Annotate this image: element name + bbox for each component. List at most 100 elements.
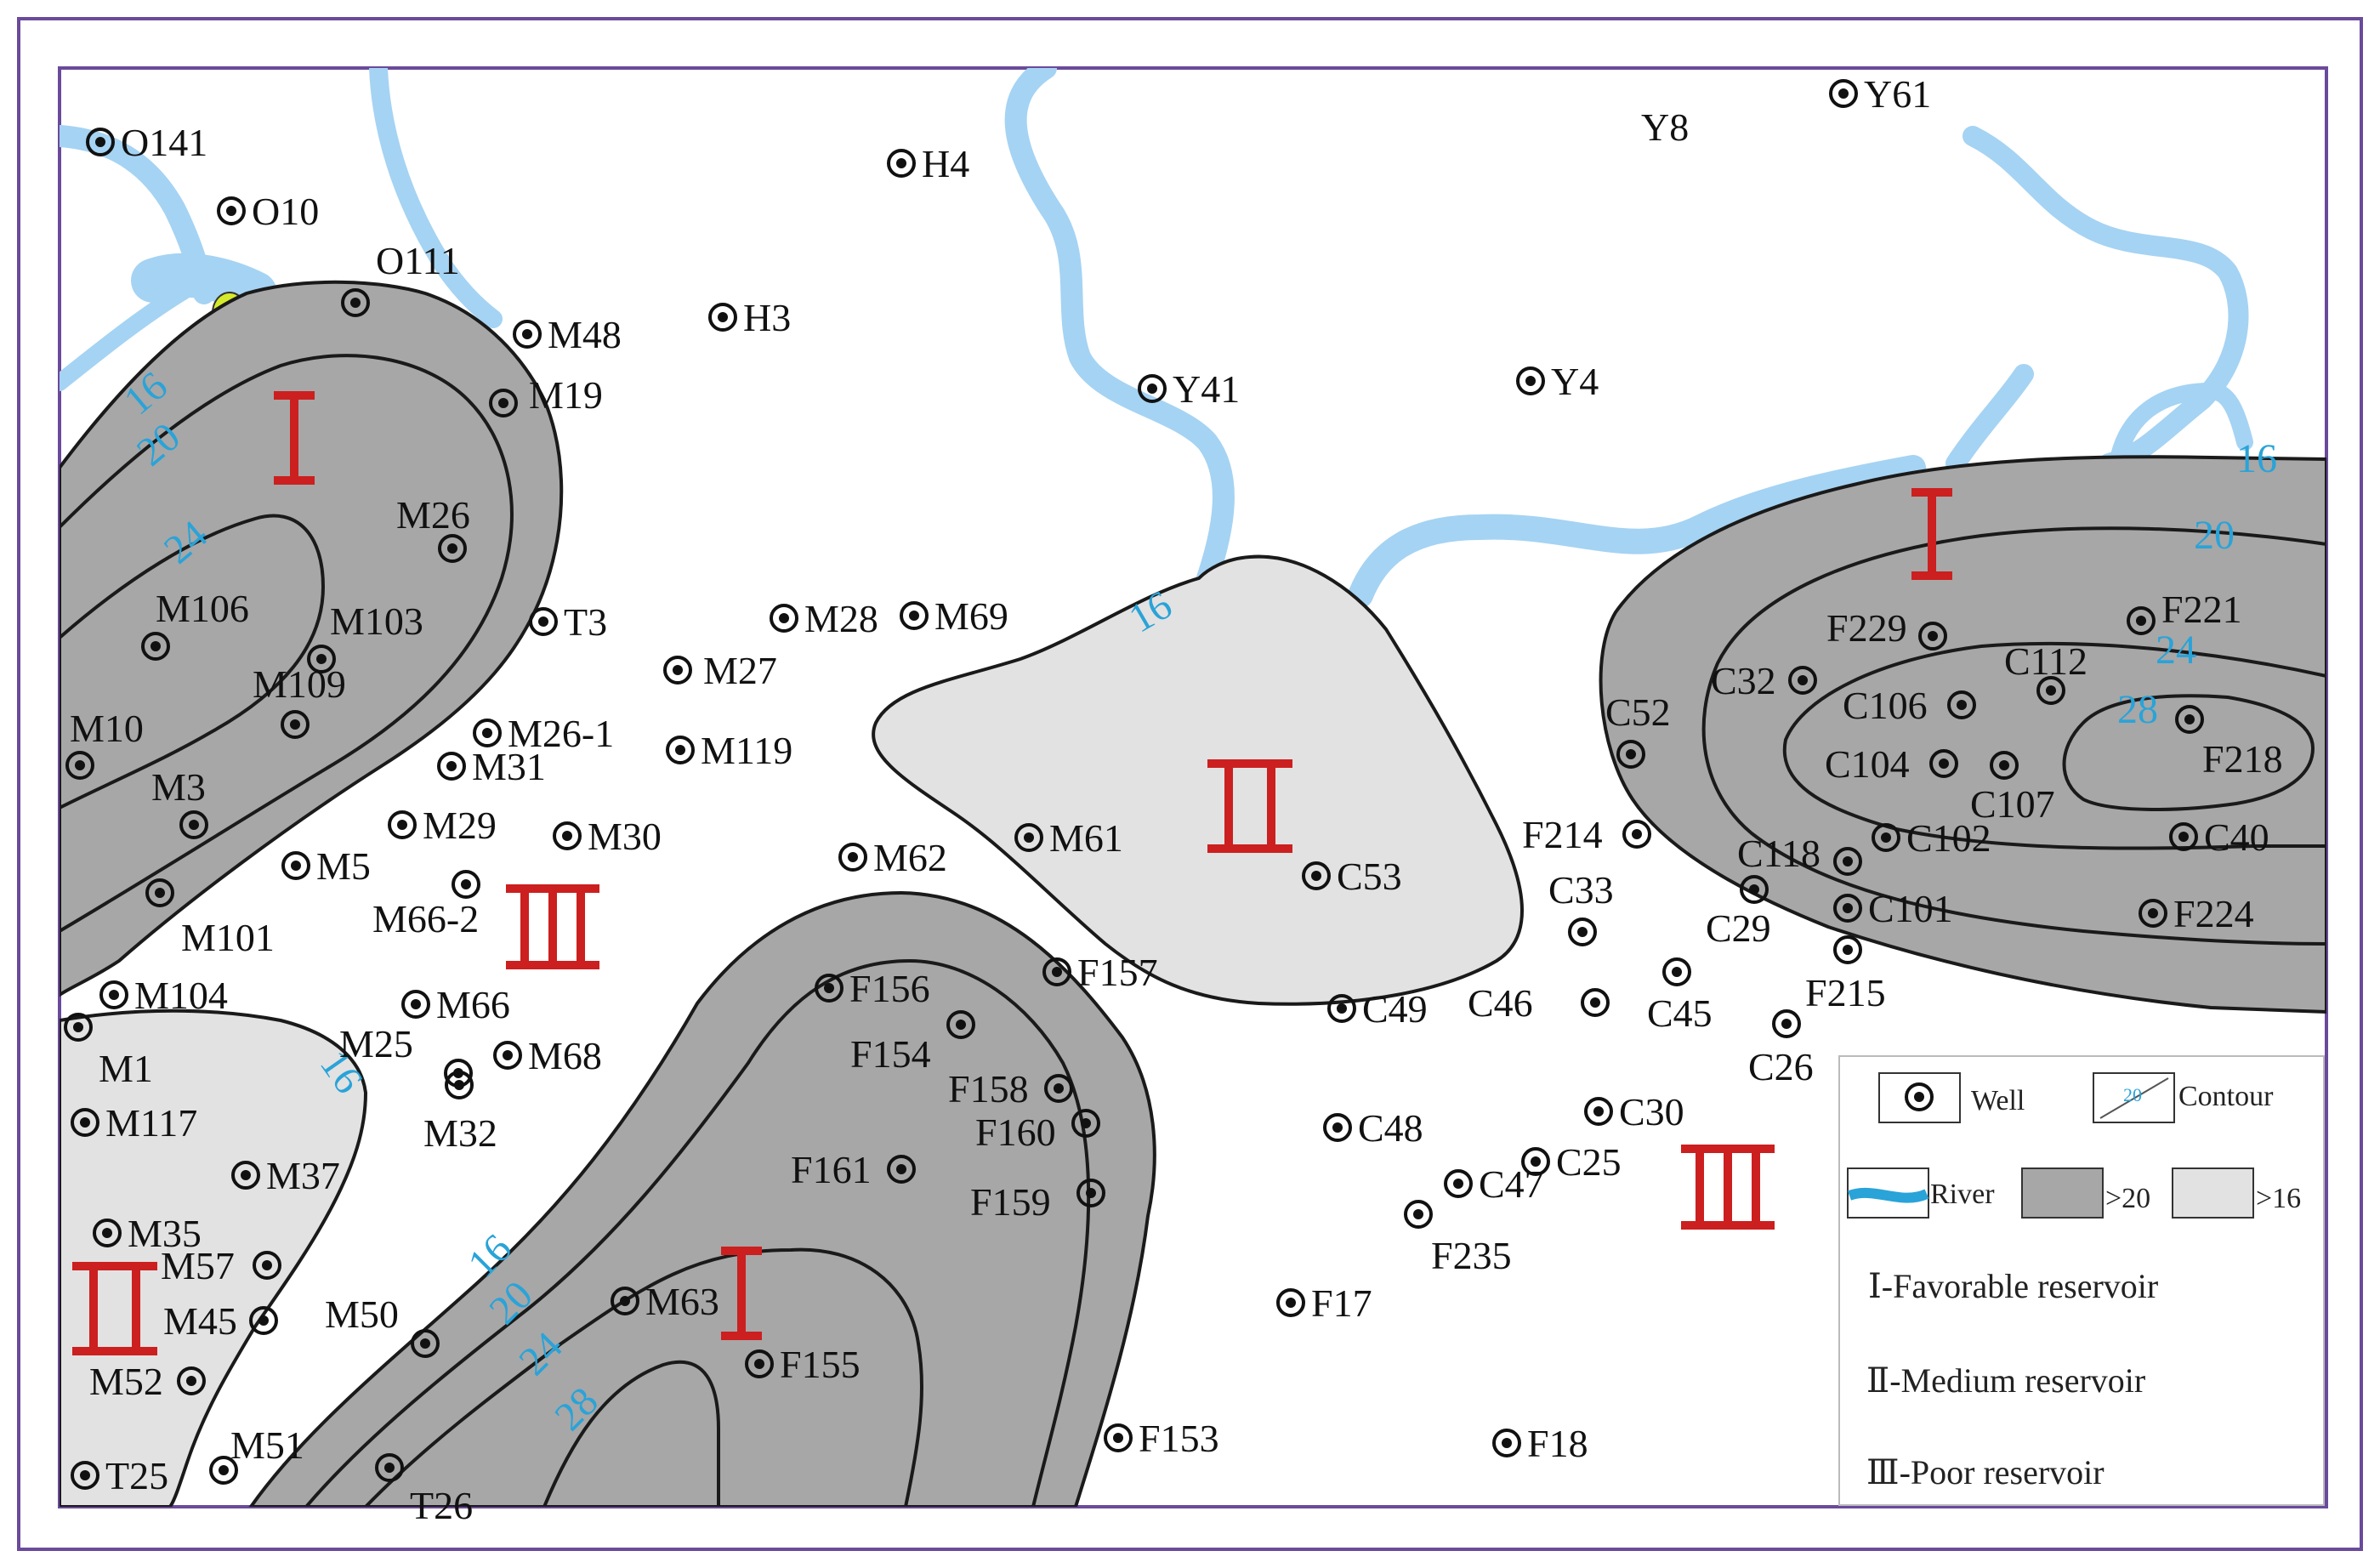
well-label: F18 xyxy=(1527,1422,1588,1465)
well-f153: F153 xyxy=(1104,1417,1219,1460)
well-icon-dot xyxy=(675,745,685,755)
numeral-I-nw xyxy=(274,391,315,485)
well-label: C48 xyxy=(1358,1106,1423,1150)
well-icon xyxy=(437,752,466,781)
well-icon xyxy=(1740,875,1769,904)
well-icon xyxy=(1918,622,1947,650)
well-y41: Y41 xyxy=(1138,367,1240,411)
well-icon xyxy=(2036,676,2065,705)
well-c29: C29 xyxy=(1706,875,1771,950)
well-label: M101 xyxy=(181,916,275,959)
river-east-north xyxy=(1945,364,2034,474)
well-icon xyxy=(2175,705,2204,734)
well-label: M50 xyxy=(325,1292,399,1336)
well-f161: F161 xyxy=(791,1148,916,1191)
well-label: F224 xyxy=(2173,892,2254,935)
well-label: C26 xyxy=(1748,1045,1814,1088)
well-icon-dot xyxy=(673,665,683,675)
well-label: F155 xyxy=(780,1343,861,1386)
well-icon-dot xyxy=(258,1315,269,1326)
well-m52: M52 xyxy=(89,1360,206,1403)
well-label: M61 xyxy=(1049,816,1123,860)
well-m26-1: M26-1 xyxy=(473,712,614,755)
well-icon-dot xyxy=(824,983,834,993)
numeral-III-mid xyxy=(506,884,599,969)
well-c32: C32 xyxy=(1711,659,1817,702)
well-icon-dot xyxy=(1593,1106,1604,1116)
well-m62: M62 xyxy=(838,836,947,879)
contour-label: 20 xyxy=(2194,513,2235,558)
well-icon xyxy=(1404,1200,1433,1229)
well-icon-dot xyxy=(447,543,457,554)
reservoir-numerals xyxy=(72,391,1952,1355)
well-f160: F160 xyxy=(975,1109,1100,1154)
well-m61: M61 xyxy=(1014,816,1123,860)
well-m66-2: M66-2 xyxy=(372,870,480,940)
well-label: M69 xyxy=(934,594,1008,638)
well-label: O141 xyxy=(121,121,207,164)
legend-favorable: Ⅰ-Favorable reservoir xyxy=(1868,1267,2158,1305)
well-label: F156 xyxy=(849,967,930,1010)
well-label: M62 xyxy=(873,836,947,879)
well-icon xyxy=(1327,994,1356,1023)
well-label: C33 xyxy=(1548,868,1614,912)
well-label: M66 xyxy=(436,983,510,1026)
well-icon-dot xyxy=(262,1260,272,1270)
river-nw-branch1 xyxy=(60,281,196,391)
legend-contour-label: Contour xyxy=(2178,1081,2274,1112)
well-f154: F154 xyxy=(850,1010,975,1076)
well-label: C118 xyxy=(1737,832,1821,875)
well-icon xyxy=(231,1161,260,1190)
legend-well-icon xyxy=(1905,1082,1934,1111)
well-icon-dot xyxy=(1147,383,1157,394)
well-icon-dot xyxy=(620,1296,630,1306)
contour-nw-20 xyxy=(60,354,514,933)
well-icon-dot xyxy=(848,852,858,862)
well-icon-dot xyxy=(219,1465,229,1475)
well-icon xyxy=(770,604,798,633)
well-icon xyxy=(1662,957,1691,986)
well-icon xyxy=(93,1219,122,1247)
well-icon-dot xyxy=(95,137,105,147)
river-nw-branch2 xyxy=(369,68,503,328)
well-icon-dot xyxy=(2136,616,2146,626)
well-m51: M51 xyxy=(209,1423,304,1485)
well-icon xyxy=(666,736,695,764)
well-o10: O10 xyxy=(217,190,319,233)
well-label: M10 xyxy=(70,707,144,750)
well-icon-dot xyxy=(896,1164,906,1174)
well-icon-dot xyxy=(1672,967,1682,977)
well-icon-dot xyxy=(1113,1433,1123,1443)
well-label: C30 xyxy=(1619,1090,1684,1133)
well-m25: M25 xyxy=(339,1022,473,1088)
well-icon-dot xyxy=(446,761,457,771)
well-icon-dot xyxy=(397,820,407,830)
well-c46: C46 xyxy=(1468,981,1610,1025)
contour-e-20 xyxy=(1701,526,2326,946)
well-label: M117 xyxy=(105,1101,197,1145)
well-icon xyxy=(708,303,737,332)
well-label: F158 xyxy=(948,1067,1029,1111)
well-icon xyxy=(452,870,480,899)
well-f235: F235 xyxy=(1404,1200,1512,1277)
well-f159: F159 xyxy=(970,1179,1105,1224)
contour-label: 24 xyxy=(2156,628,2196,673)
legend-well-icon-dot xyxy=(1914,1092,1924,1102)
well-label: M68 xyxy=(528,1034,602,1077)
well-icon-dot xyxy=(1590,997,1600,1008)
well-icon-dot xyxy=(498,398,508,408)
well-label: M52 xyxy=(89,1360,163,1403)
well-icon-dot xyxy=(189,820,199,830)
well-icon-dot xyxy=(1957,700,1967,710)
well-label: M109 xyxy=(253,662,346,706)
well-icon-dot xyxy=(316,654,327,664)
well-label: T3 xyxy=(564,600,607,644)
well-label: M35 xyxy=(128,1212,202,1255)
well-icon xyxy=(99,980,128,1009)
well-label: T25 xyxy=(105,1454,168,1497)
well-label: M28 xyxy=(804,597,878,640)
well-label: C102 xyxy=(1906,816,1991,860)
well-icon-dot xyxy=(1749,884,1759,895)
well-icon-dot xyxy=(896,158,906,168)
